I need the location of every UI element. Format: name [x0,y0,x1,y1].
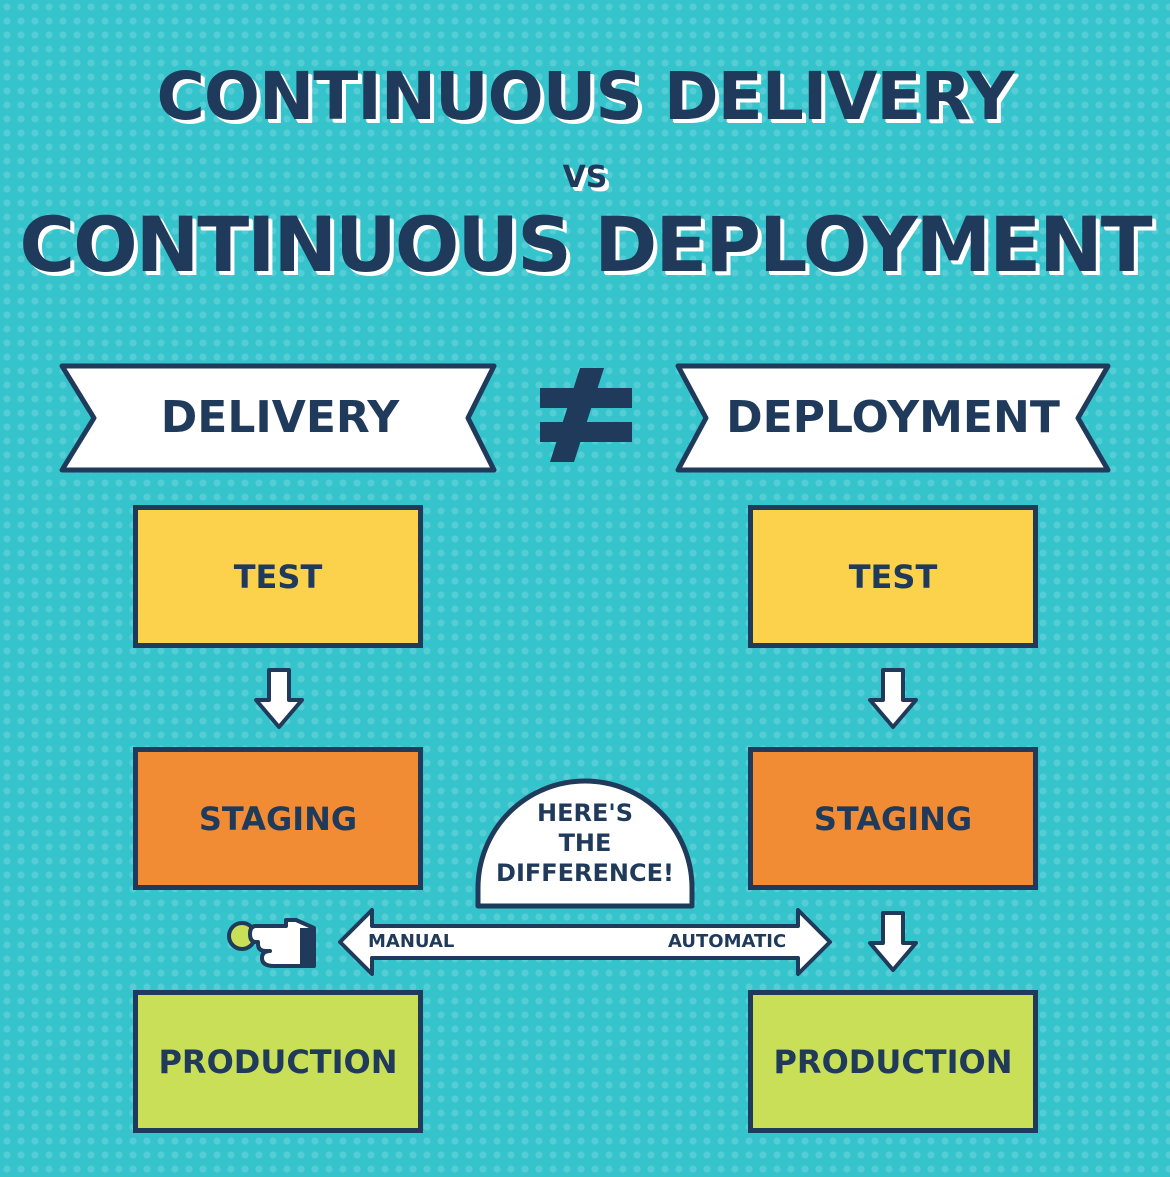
down-arrow-icon [868,668,918,729]
deployment-staging-label: STAGING [813,799,973,838]
delivery-staging-label: STAGING [198,799,358,838]
manual-automatic-arrow [338,908,832,976]
delivery-test-label: TEST [233,557,323,596]
pointing-hand-icon [227,918,316,968]
deployment-label: DEPLOYMENT [726,392,1060,443]
difference-bubble-text: HERE'S THE DIFFERENCE! [478,798,692,888]
deployment-production-label: PRODUCTION [773,1042,1013,1081]
difference-bubble [475,778,695,909]
bubble-line: HERE'S [537,799,633,827]
deployment-test-box: TEST [748,505,1038,648]
automatic-label: AUTOMATIC [668,931,787,952]
manual-label: MANUAL [368,931,455,952]
title-vs: VS [562,160,608,195]
deployment-production-box: PRODUCTION [748,990,1038,1133]
bubble-line: THE [558,829,612,857]
delivery-production-label: PRODUCTION [158,1042,398,1081]
deployment-test-label: TEST [848,557,938,596]
bubble-line: DIFFERENCE! [496,859,674,887]
down-arrow-icon [868,911,918,972]
down-arrow-icon [254,668,304,729]
title-line-1: CONTINUOUS DELIVERY [156,58,1014,135]
delivery-test-box: TEST [133,505,423,648]
delivery-staging-box: STAGING [133,747,423,890]
deployment-staging-box: STAGING [748,747,1038,890]
not-equal-icon [540,368,632,462]
delivery-label: DELIVERY [160,392,400,443]
delivery-banner [59,363,497,473]
deployment-banner [675,363,1111,473]
delivery-production-box: PRODUCTION [133,990,423,1133]
title-line-2: CONTINUOUS DEPLOYMENT [19,200,1152,289]
